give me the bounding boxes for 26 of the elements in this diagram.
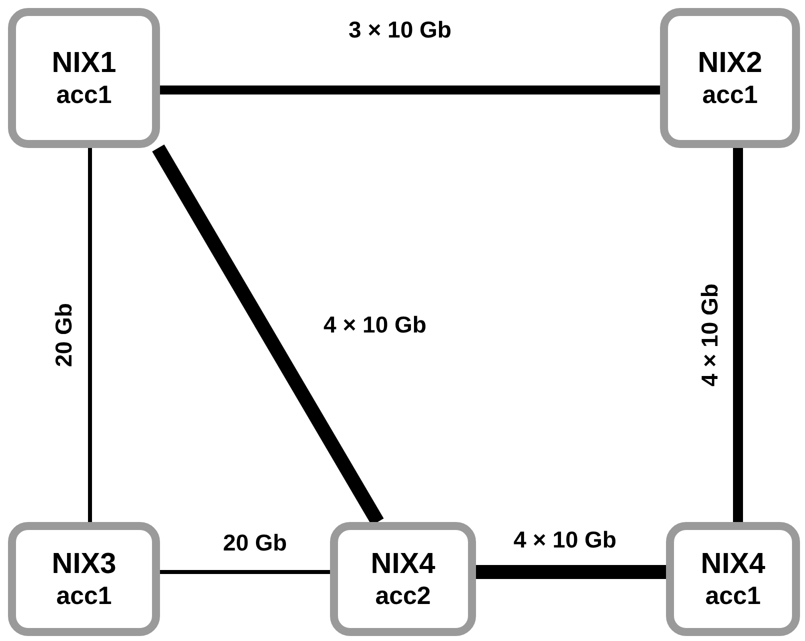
edge-label: 3 × 10 Gb <box>348 16 452 44</box>
network-node-box <box>330 522 476 636</box>
node-subtitle: acc2 <box>375 581 431 611</box>
edge-label: 4 × 10 Gb <box>324 312 426 338</box>
network-node-box <box>8 522 160 636</box>
node-subtitle: acc1 <box>705 581 761 611</box>
connection-line <box>476 565 666 579</box>
node-name: NIX2 <box>698 46 762 80</box>
network-node-box <box>8 8 160 148</box>
edge-label: 4 × 10 Gb <box>696 284 724 386</box>
connection-line <box>160 570 330 574</box>
edge-label: 20 Gb <box>223 530 287 556</box>
node-subtitle: acc1 <box>56 581 112 611</box>
connection-line <box>160 86 660 94</box>
connection-line <box>733 148 743 522</box>
node-name: NIX3 <box>52 547 116 581</box>
edge-label: 20 Gb <box>50 303 78 367</box>
edge-label: 4 × 10 Gb <box>514 526 616 554</box>
node-subtitle: acc1 <box>56 80 112 110</box>
node-subtitle: acc1 <box>702 80 758 110</box>
network-node-box <box>660 8 800 148</box>
network-node-box <box>666 522 800 636</box>
connection-line <box>88 148 92 522</box>
node-name: NIX1 <box>52 46 116 80</box>
node-name: NIX4 <box>700 547 766 581</box>
node-name: NIX4 <box>370 547 436 581</box>
